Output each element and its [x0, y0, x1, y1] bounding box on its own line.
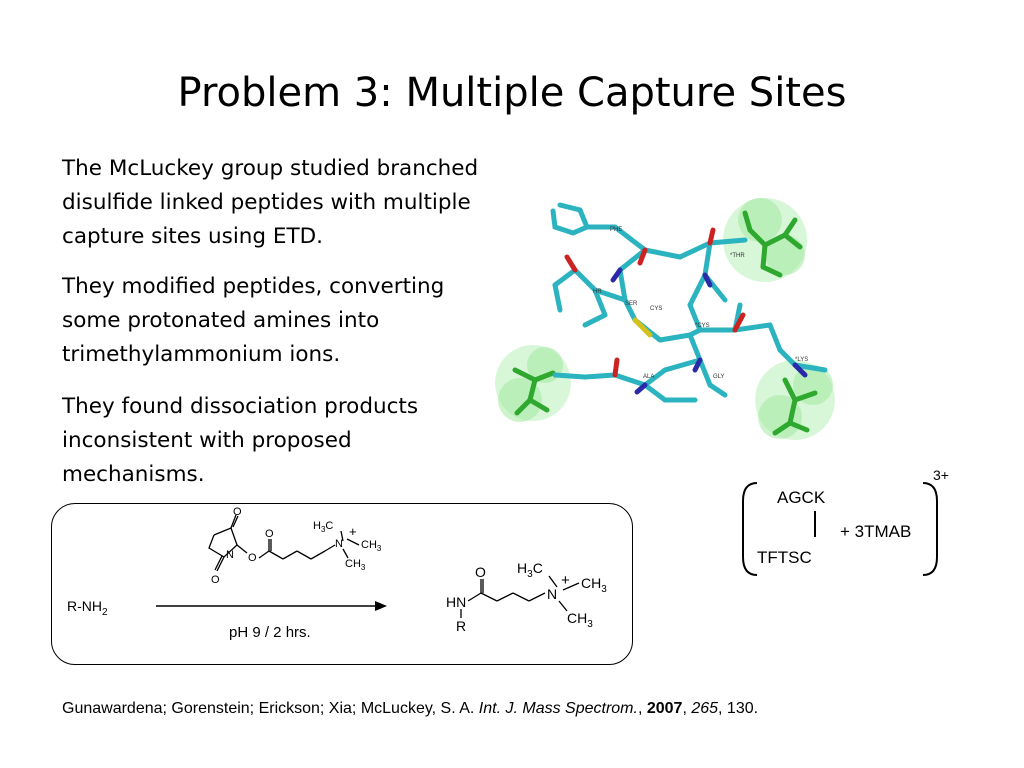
capture-site-cloud-right	[755, 360, 835, 440]
atom-label: R	[456, 618, 466, 634]
reaction-scheme: O N O O O N + H3C CH3 CH3 R-NH2 pH 9 / 2…	[67, 506, 607, 641]
arrow-head	[375, 601, 387, 611]
residue-label: PHE	[610, 227, 622, 233]
peptide-bottom: TFTSC	[757, 548, 812, 567]
residue-label: GLY	[713, 374, 725, 380]
citation: Gunawardena; Gorenstein; Erickson; Xia; …	[62, 700, 758, 718]
reaction-conditions: pH 9 / 2 hrs.	[229, 624, 311, 641]
residue-label: HR	[593, 289, 602, 295]
slide-title: Problem 3: Multiple Capture Sites	[177, 70, 847, 116]
molecule-svg: PHE *THR HR SER CYS *CYS ALA GLY *LYS	[495, 198, 835, 440]
citation-separator: ,	[637, 700, 647, 717]
residue-label: *LYS	[795, 357, 808, 363]
paragraph-modification: They modified peptides, converting some …	[62, 270, 482, 372]
text-line: The McLuckey group studied branched	[62, 156, 479, 181]
residue-label: *CYS	[695, 323, 710, 329]
reaction-scheme-box	[51, 503, 633, 665]
atom-label: HN	[446, 594, 466, 610]
reactant-amine: R-NH2	[67, 598, 108, 618]
methyl-label: CH3	[345, 558, 366, 572]
paragraph-findings: They found dissociation products inconsi…	[62, 390, 482, 492]
atom-label: O	[265, 528, 274, 540]
atom-label: O	[211, 574, 220, 586]
atom-label: O	[248, 552, 257, 564]
text-line: disulfide linked peptides with multiple	[62, 190, 471, 215]
atom-label: N	[547, 586, 557, 602]
charge-plus: +	[349, 524, 357, 539]
residue-label: SER	[625, 301, 638, 307]
citation-journal: Int. J. Mass Spectrom.	[478, 700, 638, 717]
peptide-top: AGCK	[777, 488, 826, 507]
citation-year: 2007	[646, 700, 683, 717]
methyl-label: H3C	[517, 560, 543, 580]
text-line: They modified peptides, converting	[62, 274, 445, 299]
text-line: some protonated amines into	[62, 308, 380, 333]
charge-label: 3+	[933, 467, 949, 483]
text-line: inconsistent with proposed	[62, 428, 352, 453]
methyl-label: H3C	[313, 520, 333, 534]
atom-label: O	[233, 506, 242, 518]
text-line: capture sites using ETD.	[62, 224, 324, 249]
reagent-count: + 3TMAB	[840, 522, 911, 541]
methyl-label: CH3	[581, 575, 607, 595]
citation-pages: , 130.	[718, 700, 759, 717]
peptide-3d-structure: PHE *THR HR SER CYS *CYS ALA GLY *LYS	[495, 185, 835, 450]
residue-label: *THR	[730, 253, 745, 259]
citation-volume: 265	[691, 700, 719, 717]
text-line: mechanisms.	[62, 462, 205, 487]
residue-label: CYS	[650, 306, 662, 312]
text-line: trimethylammonium ions.	[62, 342, 341, 367]
citation-authors: Gunawardena; Gorenstein; Erickson; Xia; …	[62, 700, 479, 717]
methyl-label: CH3	[567, 610, 593, 630]
paragraph-study: The McLuckey group studied branched disu…	[62, 152, 512, 254]
methyl-label: CH3	[361, 539, 382, 553]
atom-label: N	[335, 538, 343, 550]
residue-label: ALA	[643, 374, 654, 380]
atom-label: O	[475, 564, 486, 580]
peptide-complex-diagram: 3+ AGCK TFTSC + 3TMAB	[742, 467, 949, 576]
text-line: They found dissociation products	[62, 394, 419, 419]
capture-site-cloud-top	[723, 198, 807, 282]
charge-plus: +	[561, 572, 570, 589]
left-bracket	[742, 482, 758, 576]
citation-separator: ,	[682, 700, 692, 717]
capture-site-cloud-left	[495, 345, 571, 422]
right-bracket	[922, 482, 938, 576]
atom-label: N	[226, 549, 234, 561]
